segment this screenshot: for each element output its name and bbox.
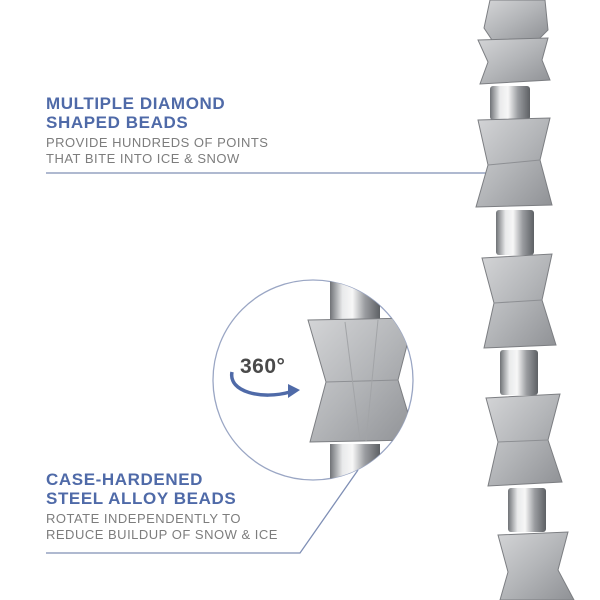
callout-subtext: PROVIDE HUNDREDS OF POINTS THAT BITE INT… — [46, 135, 269, 166]
callout-steel-beads: CASE-HARDENED STEEL ALLOY BEADS ROTATE I… — [46, 470, 278, 543]
chrome-cylinder — [500, 350, 538, 395]
diamond-bead — [477, 37, 551, 85]
chrome-cylinder — [496, 210, 534, 255]
diamond-bead — [497, 531, 575, 600]
callout-heading: CASE-HARDENED STEEL ALLOY BEADS — [46, 470, 237, 508]
chrome-cylinder — [490, 86, 530, 120]
rotate-arrow-icon — [230, 371, 291, 397]
diamond-bead — [485, 393, 563, 487]
callout-heading: MULTIPLE DIAMOND SHAPED BEADS — [46, 94, 226, 132]
callout-diamond-beads: MULTIPLE DIAMOND SHAPED BEADS PROVIDE HU… — [46, 94, 268, 167]
tire-chain — [475, 0, 575, 600]
magnified-bead — [307, 280, 413, 480]
rotation-badge-label: 360° — [240, 355, 286, 378]
callout-subtext: ROTATE INDEPENDENTLY TO REDUCE BUILDUP O… — [46, 511, 278, 542]
rotate-arrow-head — [288, 384, 300, 398]
diamond-bead — [483, 0, 549, 41]
chrome-cylinder — [508, 488, 546, 532]
callout-line-bottom — [46, 469, 359, 554]
